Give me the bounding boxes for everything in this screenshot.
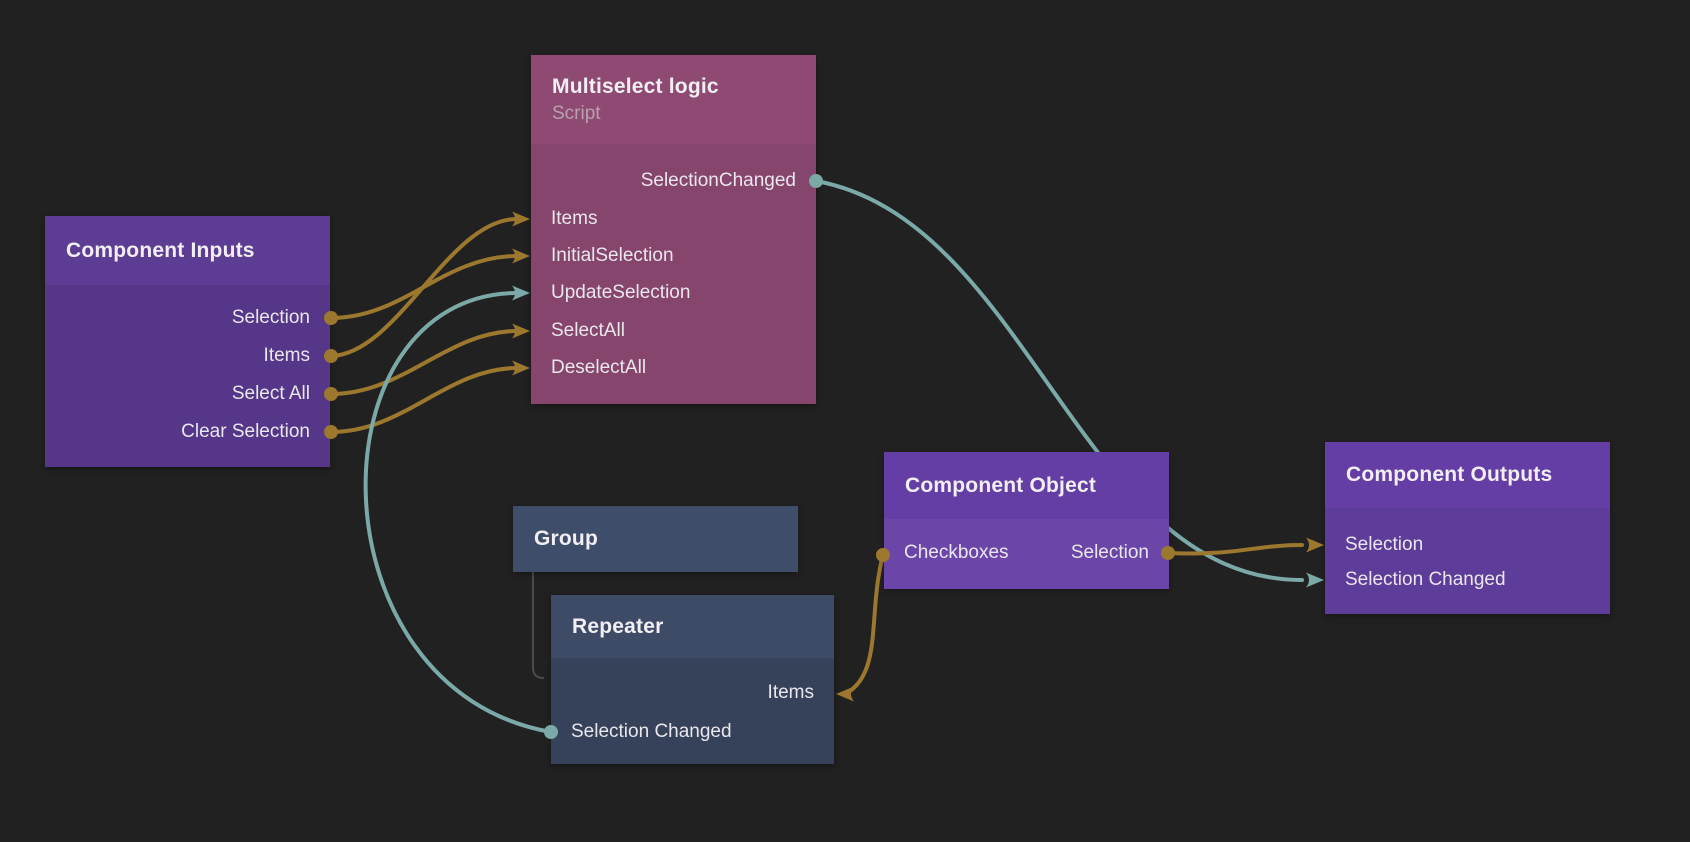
node-header[interactable]: Multiselect logic Script	[531, 55, 816, 144]
port-deselectall[interactable]: DeselectAll	[551, 357, 647, 378]
port-selectionchanged[interactable]: SelectionChanged	[640, 170, 796, 191]
wire-selectionchanged-to-outputs-selectionchanged[interactable]	[814, 179, 1304, 582]
port-clear-selection[interactable]: Clear Selection	[181, 421, 310, 442]
wire-object-selection-to-outputs-selection[interactable]	[1166, 543, 1304, 556]
hierarchy-line-group-repeater	[532, 572, 545, 679]
node-title: Group	[534, 527, 598, 550]
port-checkboxes[interactable]: Checkboxes	[904, 542, 1009, 563]
port-selection-changed[interactable]: Selection Changed	[571, 721, 732, 742]
node-header[interactable]: Component Outputs	[1325, 442, 1610, 508]
node-type-label: Script	[552, 102, 601, 124]
port-selection[interactable]: Selection	[1345, 534, 1424, 555]
port-items[interactable]: Items	[767, 682, 814, 703]
node-group[interactable]: Group	[513, 506, 798, 572]
node-header[interactable]: Component Object	[884, 452, 1169, 519]
wire-selectall-to-selectall[interactable]	[329, 329, 518, 396]
port-items[interactable]: Items	[263, 345, 310, 366]
node-title: Component Object	[905, 473, 1097, 497]
node-component-object[interactable]: Component Object Checkboxes Selection	[884, 452, 1169, 589]
node-title: Repeater	[572, 614, 664, 638]
wire-selection-to-initialselection[interactable]	[329, 254, 518, 320]
node-header[interactable]: Repeater	[551, 595, 834, 658]
node-repeater[interactable]: Repeater Items Selection Changed	[551, 595, 834, 764]
node-header[interactable]: Group	[513, 506, 798, 572]
port-selection[interactable]: Selection	[231, 307, 310, 328]
port-selection[interactable]: Selection	[1070, 542, 1149, 563]
node-component-outputs[interactable]: Component Outputs Selection Selection Ch…	[1325, 442, 1610, 614]
node-multiselect-logic[interactable]: Multiselect logic Script SelectionChange…	[531, 55, 816, 404]
port-items[interactable]: Items	[551, 208, 598, 229]
node-title: Multiselect logic	[552, 74, 719, 98]
port-select-all[interactable]: Select All	[231, 383, 310, 404]
node-component-inputs[interactable]: Component Inputs Selection Items Select …	[45, 216, 330, 467]
node-title: Component Outputs	[1346, 463, 1553, 486]
port-updateselection[interactable]: UpdateSelection	[551, 282, 691, 303]
port-selectall[interactable]: SelectAll	[551, 320, 625, 341]
port-initialselection[interactable]: InitialSelection	[551, 245, 674, 266]
node-header[interactable]: Component Inputs	[45, 216, 330, 285]
wire-checkboxes-to-repeater-items[interactable]	[848, 553, 885, 693]
wire-clearselection-to-deselectall[interactable]	[329, 366, 518, 434]
node-title: Component Inputs	[66, 238, 255, 262]
port-selection-changed[interactable]: Selection Changed	[1345, 569, 1506, 590]
wire-repeater-selectionchanged-to-updateselection[interactable]	[363, 291, 553, 734]
